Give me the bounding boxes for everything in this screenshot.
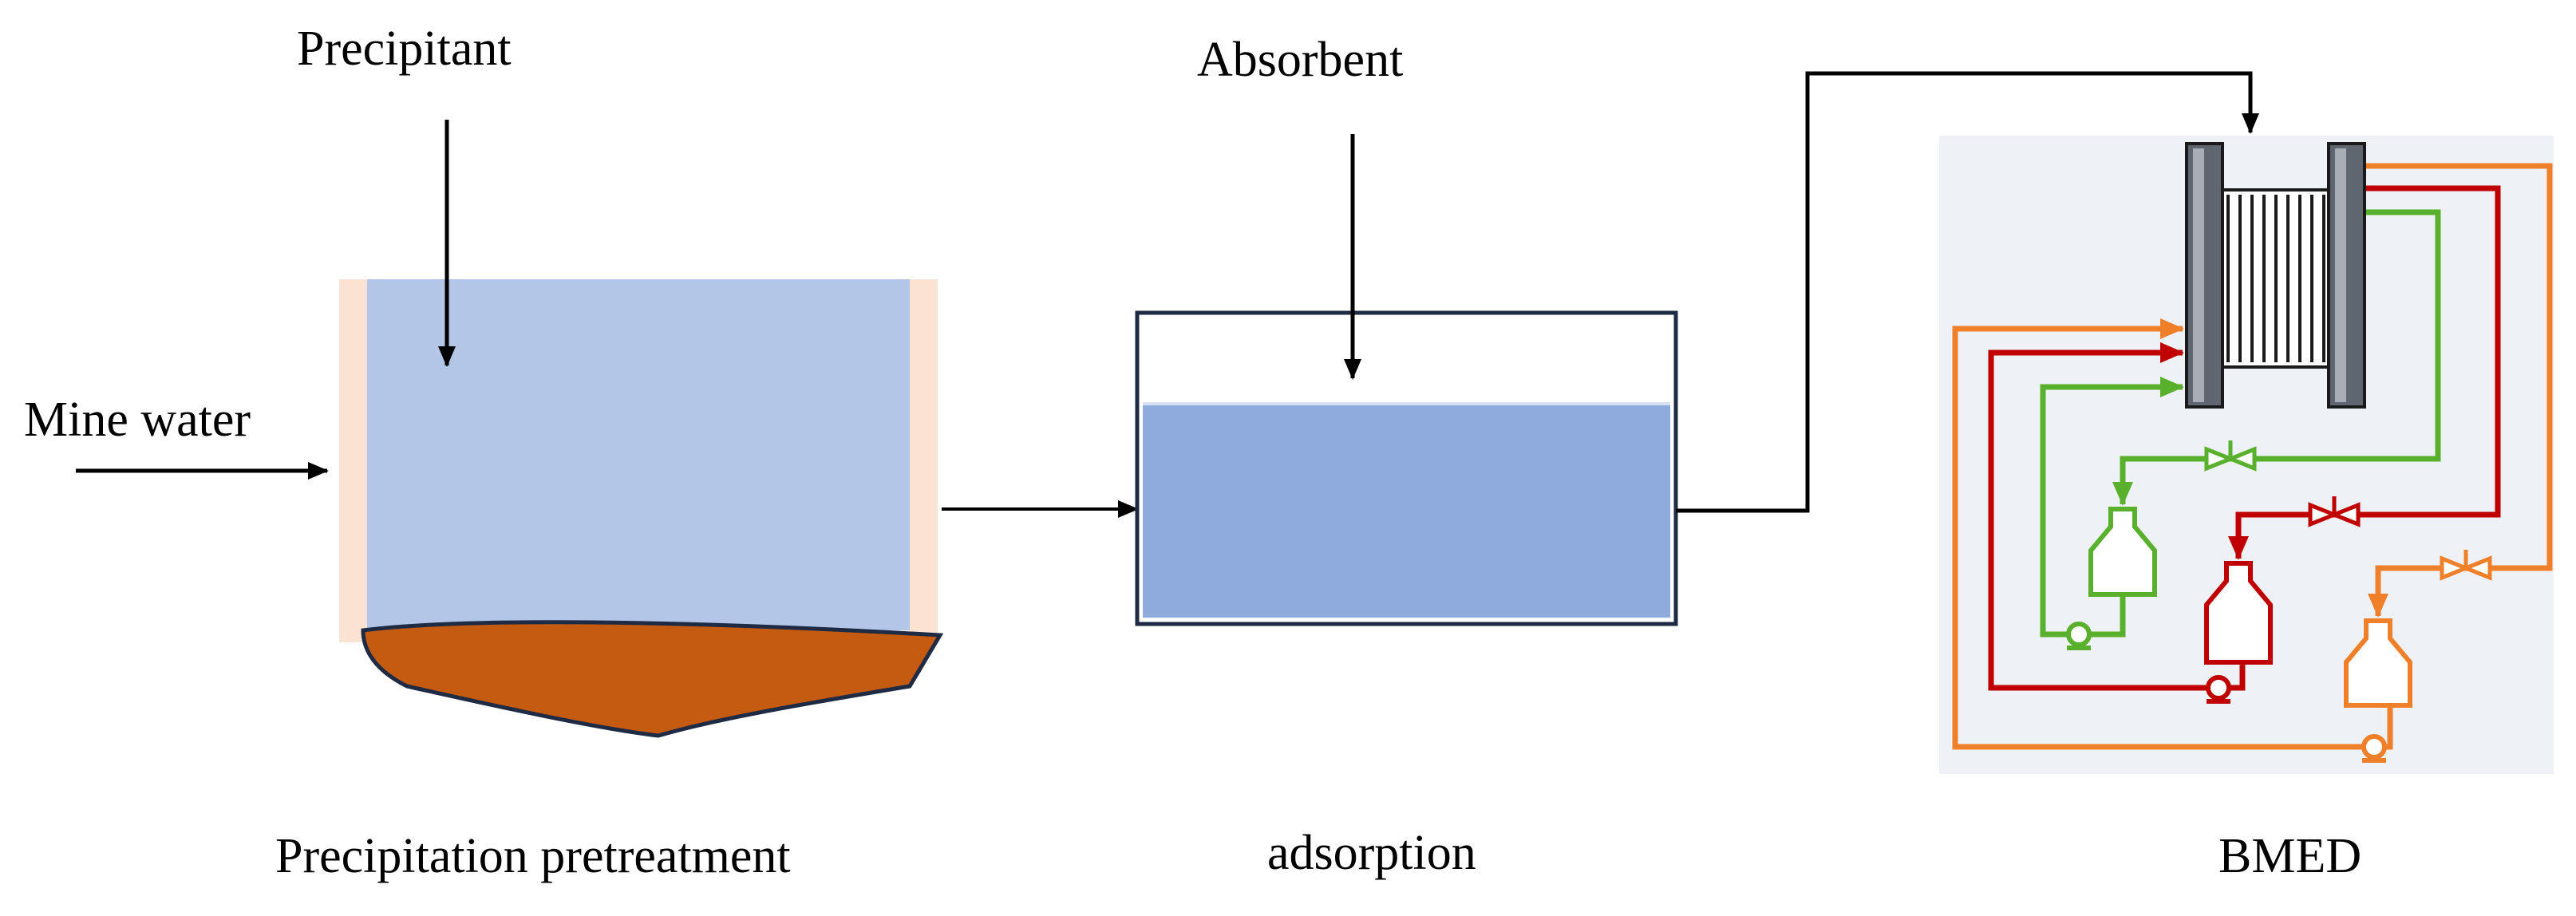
settler-left-wall	[339, 279, 367, 642]
settler-right-wall	[910, 279, 938, 642]
settler-water	[367, 279, 910, 630]
bmed-label: BMED	[2218, 829, 2362, 883]
precipitant-label: Precipitant	[297, 22, 512, 76]
adsorber-water	[1143, 404, 1670, 618]
precipitation-pretreatment-label: Precipitation pretreatment	[275, 829, 791, 883]
membrane-stack	[2185, 142, 2366, 409]
adsorber-to-bmed-arrow	[1676, 71, 2259, 513]
mine-water-label: Mine water	[24, 393, 251, 447]
absorbent-label: Absorbent	[1197, 33, 1404, 87]
bmed-unit	[1939, 136, 2554, 774]
red-tank-icon	[2204, 561, 2273, 665]
stack-right-endplate-highlight	[2335, 148, 2346, 402]
orange-tank-icon	[2344, 618, 2412, 708]
green-pump-icon	[2066, 622, 2092, 650]
adsorption-label: adsorption	[1267, 826, 1476, 880]
adsorption-tank	[1135, 310, 1678, 626]
red-pump-icon	[2206, 675, 2231, 704]
red-loop-feed	[1988, 342, 2211, 691]
orange-valve-icon	[2440, 550, 2492, 581]
orange-loop-feed	[1952, 318, 2374, 750]
stack-left-endplate-highlight	[2193, 148, 2204, 402]
precipitation-tank	[339, 279, 944, 738]
green-loop-feed	[2040, 377, 2184, 638]
orange-pump-icon	[2361, 734, 2387, 763]
sludge-layer	[361, 620, 944, 738]
green-loop-top	[2120, 209, 2441, 487]
green-tank-icon	[2088, 507, 2157, 597]
stack-right-endplate	[2327, 142, 2366, 409]
membrane-sheets	[2226, 195, 2325, 362]
green-valve-icon	[2204, 440, 2257, 472]
red-valve-icon	[2308, 496, 2361, 527]
orange-loop-top	[2366, 163, 2553, 594]
stack-left-endplate	[2185, 142, 2224, 409]
